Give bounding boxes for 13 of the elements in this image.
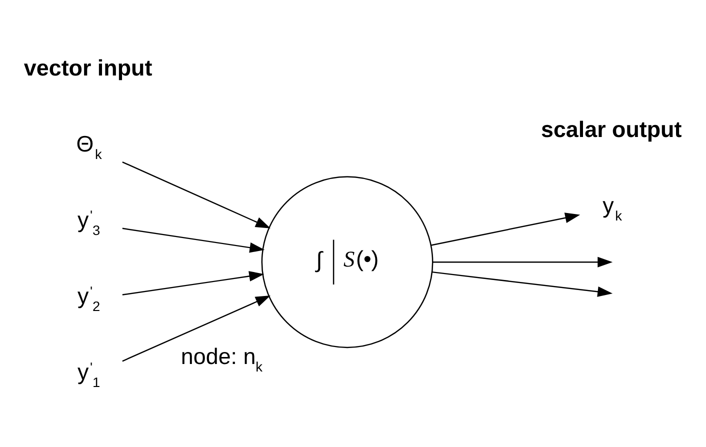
- arrow: [432, 271, 612, 297]
- arrow: [122, 271, 264, 296]
- arrow: [432, 256, 612, 268]
- label: vector input: [23, 56, 152, 81]
- arrow: [430, 212, 580, 246]
- label: scalar output: [540, 116, 682, 142]
- arrow: [122, 228, 264, 253]
- node-text: Θ$_{k}$: [76, 132, 102, 162]
- arrow: [122, 296, 270, 362]
- node-circle: ∫ S(•): [260, 176, 433, 348]
- arrow: [122, 161, 270, 228]
- node-text: y$_{k}$: [602, 192, 622, 224]
- node-label: node: n$_{k}$: [180, 344, 262, 375]
